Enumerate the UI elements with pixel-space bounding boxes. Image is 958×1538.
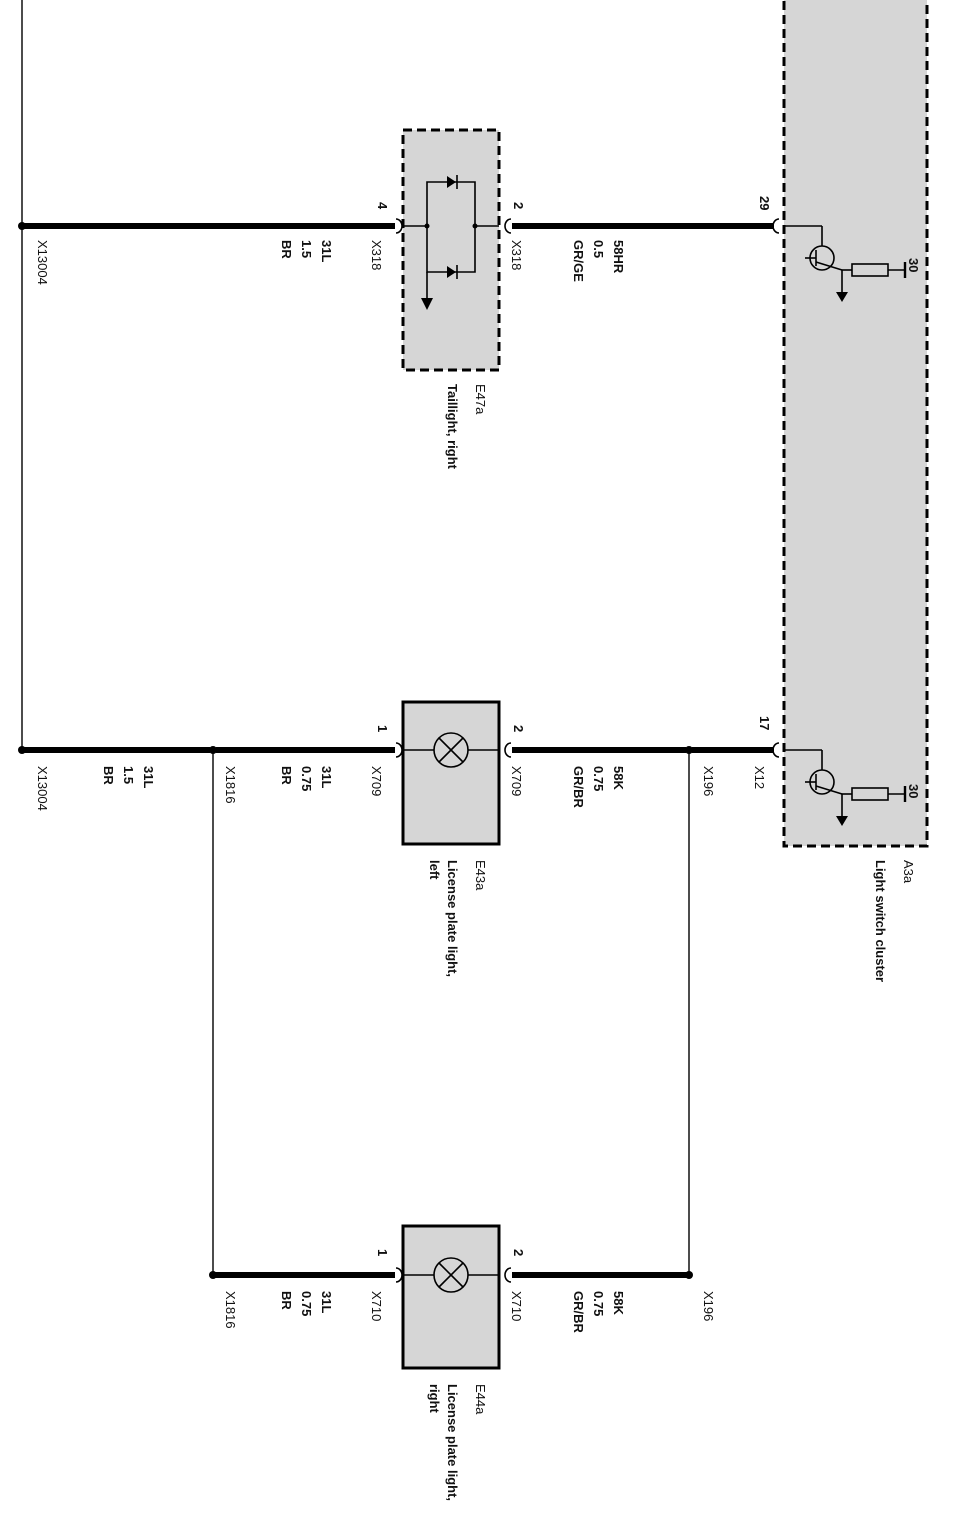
- socket-x709-left: [395, 742, 403, 758]
- pin-label-e43a-2: 2: [511, 725, 526, 732]
- a3a-socket-29: [772, 218, 780, 234]
- junction-x196-bottom: [685, 1271, 693, 1279]
- component-name-e47a: Taillight, right: [445, 384, 460, 470]
- wire-gauge-w6: 0.75: [299, 1291, 314, 1316]
- e47a-ground-arrow: [421, 298, 433, 310]
- socket-x709-right: [504, 742, 512, 758]
- component-name-e44a-line1: License plate light,: [445, 1384, 460, 1501]
- e47a-node-left: [424, 223, 430, 229]
- connector-label-x709-left: X709: [369, 766, 384, 796]
- junction-x1816-bottom: [209, 1271, 217, 1279]
- wire-gauge-w7: 0.75: [591, 1291, 606, 1316]
- component-name-e43a-line2: left: [427, 860, 442, 880]
- transistor-29-emitter: [815, 261, 843, 271]
- component-id-e44a: E44a: [473, 1384, 488, 1415]
- lamp-e43a-x2: [438, 737, 464, 763]
- component-name-e43a-line1: License plate light,: [445, 860, 460, 977]
- component-id-e43a: E43a: [473, 860, 488, 891]
- component-id-a3a: A3a: [901, 860, 916, 884]
- wire-color-w6: BR: [279, 1291, 294, 1310]
- pin-label-e44a-2: 2: [511, 1249, 526, 1256]
- connector-label-x318-right: X318: [509, 240, 524, 270]
- pin-label-a3a-30-top: 30: [906, 258, 921, 272]
- connector-label-x13004-mid: X13004: [35, 766, 50, 811]
- wire-color-w3: BR: [101, 766, 116, 785]
- component-name-a3a: Light switch cluster: [873, 860, 888, 982]
- ground-arrow-29: [836, 292, 848, 302]
- socket-x318-right: [504, 218, 512, 234]
- wire-color-w5: GR/BR: [571, 766, 586, 809]
- connector-label-x196-top: X196: [701, 766, 716, 796]
- wire-color-w2: GR/GE: [571, 240, 586, 282]
- wire-signal-w5: 58K: [611, 766, 626, 790]
- led-icon-lower: [447, 266, 456, 278]
- lamp-icon-e44a: [433, 1257, 469, 1293]
- wire-color-w7: GR/BR: [571, 1291, 586, 1334]
- wire-signal-w7: 58K: [611, 1291, 626, 1315]
- connector-label-x710-right: X710: [509, 1291, 524, 1321]
- wire-gauge-w1: 1.5: [299, 240, 314, 258]
- junction-x13004-top: [18, 222, 26, 230]
- wire-gauge-w3: 1.5: [121, 766, 136, 784]
- component-name-e44a-line2: right: [427, 1384, 442, 1414]
- light-switch-cluster-box: [782, 0, 929, 848]
- wire-color-w4: BR: [279, 766, 294, 785]
- e47a-node-right: [472, 223, 478, 229]
- socket-x710-left: [395, 1267, 403, 1283]
- socket-x318-left: [395, 218, 403, 234]
- pin-label-e43a-1: 1: [375, 725, 390, 732]
- connector-label-x13004-top: X13004: [35, 240, 50, 285]
- license-plate-light-left-box: [401, 700, 501, 846]
- pin-label-a3a-30-bottom: 30: [906, 784, 921, 798]
- pin-label-a3a-17: 17: [757, 716, 772, 730]
- pin-label-e44a-1: 1: [375, 1249, 390, 1256]
- connector-label-x710-left: X710: [369, 1291, 384, 1321]
- license-plate-light-right-box: [401, 1224, 501, 1370]
- e47a-led-frame: [426, 181, 476, 273]
- connector-label-x196-bottom: X196: [701, 1291, 716, 1321]
- connector-label-x1816-top: X1816: [223, 766, 238, 804]
- connector-label-x709-right: X709: [509, 766, 524, 796]
- wire-gauge-w5: 0.75: [591, 766, 606, 791]
- pin-label-a3a-29: 29: [757, 196, 772, 210]
- wire-signal-w1: 31L: [319, 240, 334, 262]
- lamp-e44a-x2: [438, 1262, 464, 1288]
- junction-x13004-mid: [18, 746, 26, 754]
- wire-signal-w4: 31L: [319, 766, 334, 788]
- component-id-e47a: E47a: [473, 384, 488, 415]
- wire-signal-w2: 58HR: [611, 240, 626, 274]
- connector-label-x12: X12: [752, 766, 767, 789]
- wire-gauge-w4: 0.75: [299, 766, 314, 791]
- pin-label-e47a-4: 4: [375, 202, 390, 210]
- wire-signal-w6: 31L: [319, 1291, 334, 1313]
- a3a-socket-17: [772, 742, 780, 758]
- lamp-icon-e43a: [433, 732, 469, 768]
- taillight-right-box: [401, 128, 501, 372]
- led-icon-upper: [447, 176, 456, 188]
- connector-label-x1816-bottom: X1816: [223, 1291, 238, 1329]
- socket-x710-right: [504, 1267, 512, 1283]
- connector-label-x318-left: X318: [369, 240, 384, 270]
- ground-arrow-17: [836, 816, 848, 826]
- transistor-17-emitter: [815, 785, 843, 795]
- wire-signal-w3: 31L: [141, 766, 156, 788]
- wire-gauge-w2: 0.5: [591, 240, 606, 258]
- pin-label-e47a-2: 2: [511, 202, 526, 209]
- wire-color-w1: BR: [279, 240, 294, 259]
